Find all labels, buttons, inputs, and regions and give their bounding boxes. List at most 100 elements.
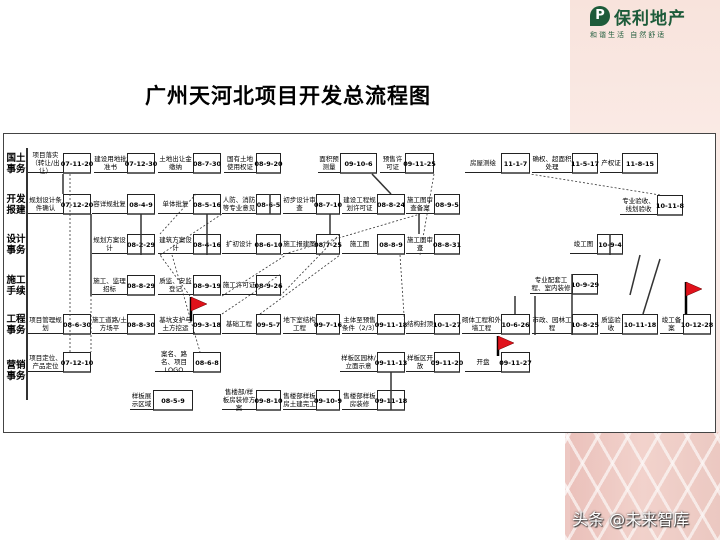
- task-label: 建设用地批准书: [94, 153, 127, 173]
- milestone-date-box: 09-7-16: [314, 314, 342, 334]
- milestone-date-box: 08-9-19: [193, 275, 221, 295]
- lane-design: 设计事务: [6, 234, 26, 256]
- milestone-date-box: 10-11-18: [622, 314, 658, 334]
- milestone-date-box: 11-1-7: [501, 153, 530, 173]
- milestone-date-box: 09-11-25: [403, 153, 436, 173]
- task-label: 施工许可证: [222, 275, 256, 295]
- task-label: 样板区园林/立面示意: [340, 352, 377, 372]
- dashed-dependency: [399, 254, 406, 331]
- milestone-date-box: 08-7-10: [314, 194, 342, 214]
- lane-engineering: 工程事务: [6, 314, 26, 336]
- lane-construction-permits: 施工手续: [6, 275, 26, 297]
- dashed-dependency: [280, 213, 421, 256]
- milestone-date-box: 08-8-30: [127, 314, 155, 334]
- milestone-date-box: 08-9-26: [255, 275, 283, 295]
- task-label: 市政、园林工程: [532, 314, 572, 334]
- dashed-dependency: [221, 273, 282, 315]
- task-label: 产权证: [600, 153, 622, 173]
- task-label: 样板展示区域: [130, 390, 153, 410]
- task-label: 项目落实（转让/出让）: [28, 151, 63, 175]
- milestone-date-box: 08-8-31: [433, 234, 461, 254]
- milestone-flag-icon: [189, 296, 208, 321]
- watermark: 头条 @未来智库: [572, 510, 690, 529]
- task-label: 基础工程: [222, 314, 256, 334]
- dashed-dependency: [159, 213, 223, 256]
- task-label: 施工报建图: [283, 234, 316, 254]
- task-label: 结构封顶: [406, 314, 434, 334]
- task-label: 样板区开放: [406, 352, 434, 372]
- logo-slogan: 和谐生活 自然舒适: [590, 31, 667, 39]
- task-label: 竣工图: [570, 234, 597, 254]
- task-label: 建设工程规划许可证: [342, 194, 377, 214]
- task-label: 售楼部样板房土建完工: [283, 390, 316, 410]
- task-label: 案名、路名、项目LOGO: [155, 350, 193, 374]
- task-label: 竣工备案: [660, 314, 683, 334]
- background-photo: [565, 432, 720, 540]
- lane-development: 开发报建: [6, 194, 26, 216]
- milestone-flag-icon: [496, 335, 515, 356]
- milestone-date-box: 07-12-10: [61, 352, 93, 372]
- task-label: 售楼部样板房装修: [342, 390, 377, 410]
- page-title: 广州天河北项目开发总流程图: [145, 84, 431, 108]
- task-label: 施工、监理招标: [92, 275, 127, 295]
- task-label: 质监、安监登记: [158, 275, 193, 295]
- dashed-dependency: [529, 173, 661, 196]
- task-label: 地下室结构工程: [283, 314, 316, 334]
- task-label: 施工图审查备案: [406, 194, 434, 214]
- task-label: 售楼部/样板房装修方案: [222, 387, 256, 412]
- milestone-date-box: 07-11-20: [61, 153, 93, 173]
- milestone-date-box: 10-6-26: [501, 314, 530, 334]
- dashed-dependency: [159, 193, 197, 235]
- milestone-date-box: 07-12-30: [125, 153, 157, 173]
- lane-land: 国土事务: [6, 153, 26, 175]
- milestone-date-box: 08-7-30: [193, 153, 221, 173]
- task-label: 专业配套工程、室内装修: [530, 274, 572, 294]
- milestone-date-box: 08-5-9: [153, 390, 193, 410]
- task-label: 项目管理规划: [28, 314, 63, 334]
- task-label: 面积预测量: [318, 153, 340, 173]
- milestone-date-box: 09-5-7: [256, 314, 281, 334]
- milestone-date-box: 08-9-20: [255, 153, 283, 173]
- milestone-date-box: 11-8-15: [622, 153, 658, 173]
- milestone-date-box: 08-8-29: [127, 275, 155, 295]
- connector-line: [642, 258, 661, 315]
- milestone-date-box: 09-10-6: [340, 153, 377, 173]
- task-label: 专业验收、线划验收: [620, 195, 657, 215]
- milestone-date-box: 08-5-16: [193, 194, 221, 214]
- milestone-date-box: 09-11-27: [499, 352, 532, 372]
- milestone-date-box: 08-6-5: [256, 194, 281, 214]
- dashed-dependency: [171, 254, 201, 353]
- milestone-date-box: 08-6-8: [193, 352, 221, 372]
- task-label: 开盘: [465, 352, 501, 372]
- milestone-date-box: 10-1-27: [433, 314, 461, 334]
- milestone-date-box: 08-8-9: [377, 234, 405, 254]
- task-label: 初步设计审查: [283, 194, 316, 214]
- task-label: 人防、消防等专业意见: [222, 194, 256, 214]
- task-label: 主体至预售条件（2/3）: [342, 314, 378, 334]
- dashed-dependency: [279, 233, 341, 297]
- task-label: 规划方案设计: [92, 234, 127, 254]
- milestone-flag-icon: [684, 281, 703, 314]
- milestone-date-box: 09-11-20: [431, 352, 463, 372]
- task-label: 项目定位、产品定位: [28, 352, 63, 372]
- milestone-date-box: 08-6-10: [255, 234, 283, 254]
- poly-logo: P 保利地产 和谐生活 自然舒适: [588, 4, 708, 40]
- dashed-dependency: [159, 254, 191, 297]
- task-label: 容详规批复: [92, 194, 127, 214]
- lane-divider: [26, 148, 28, 400]
- task-label: 房屋测绘: [465, 153, 501, 173]
- connector-line: [629, 254, 641, 296]
- task-label: 砌体工程和外墙工程: [462, 314, 501, 334]
- task-label: 质监验收: [600, 314, 622, 334]
- milestone-date-box: 09-11-13: [375, 352, 407, 372]
- task-label: 土地出让金缴纳: [158, 153, 193, 173]
- dashed-dependency: [259, 254, 341, 315]
- task-label: 施工图: [342, 234, 377, 254]
- connector-line: [371, 173, 392, 195]
- milestone-date-box: 10-12-28: [681, 314, 713, 334]
- dashed-dependency: [221, 254, 287, 297]
- milestone-date-box: 08/7-25: [314, 234, 342, 254]
- task-label: 确权、超面积处理: [532, 153, 572, 173]
